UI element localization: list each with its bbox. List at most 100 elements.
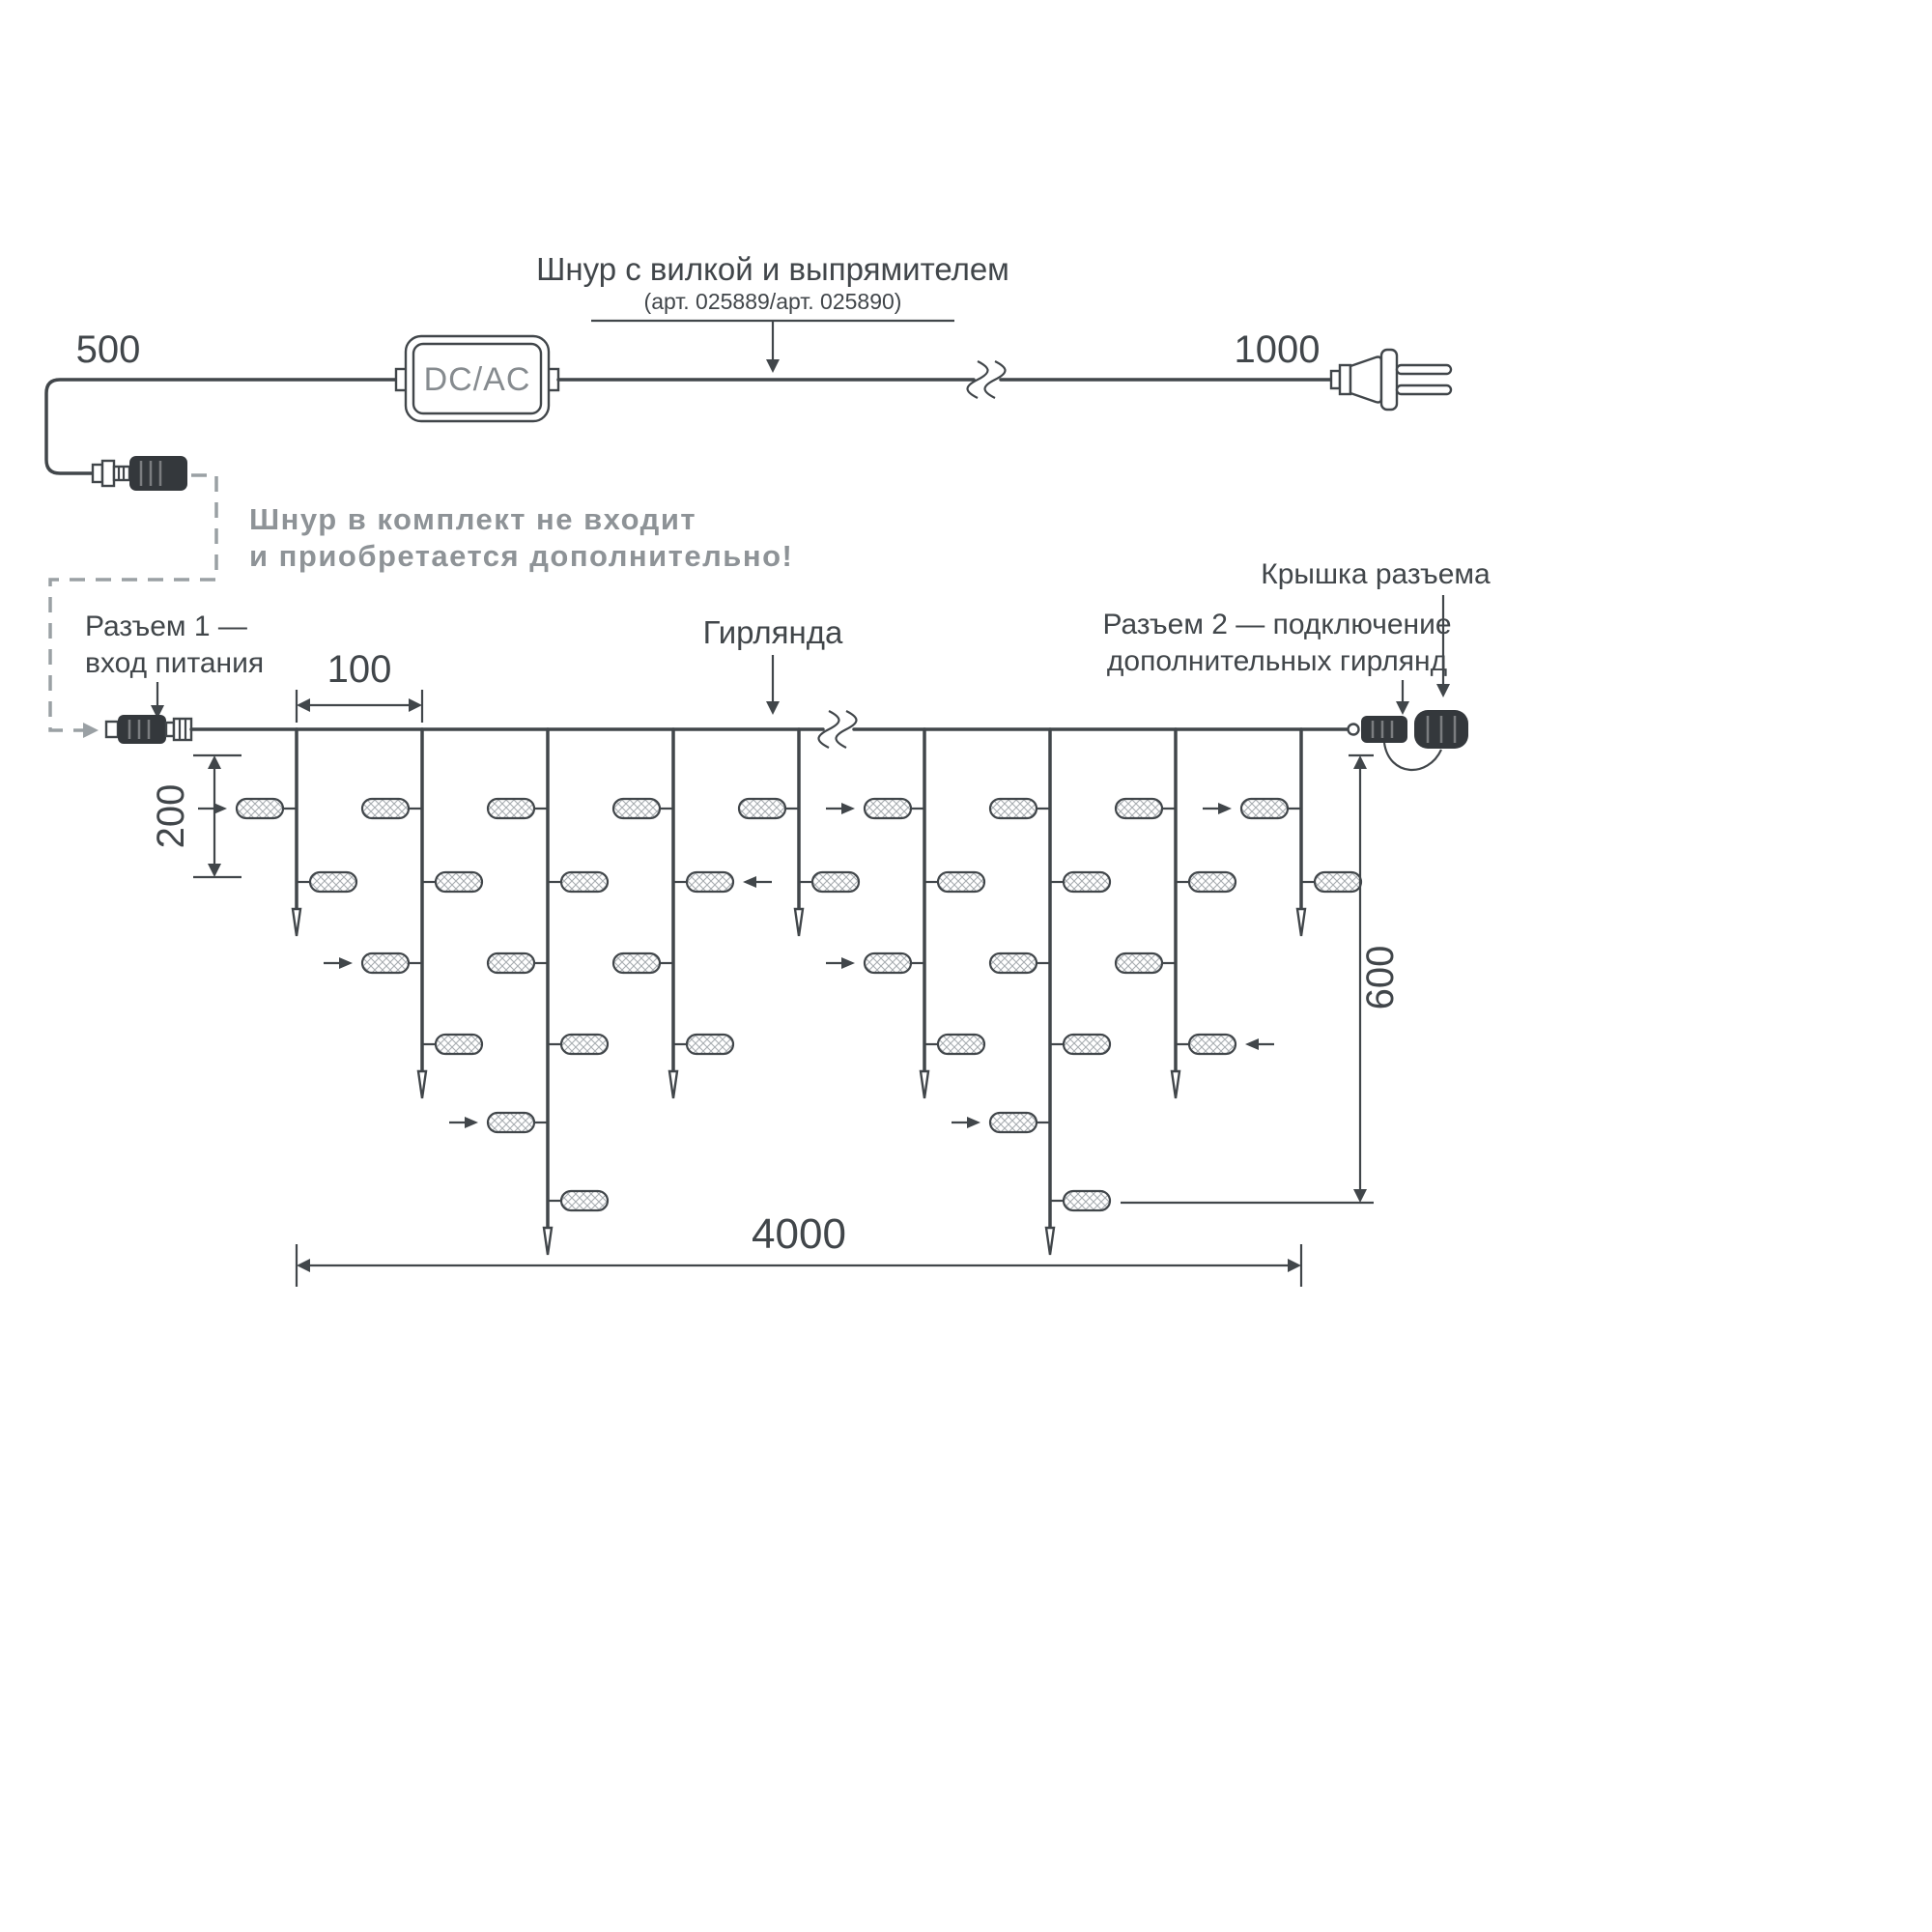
drop-tip (919, 1069, 930, 1099)
power-cord-assembly: 500 DC/AC 1000 (44, 251, 1453, 491)
garland (104, 710, 1468, 1256)
dim-500-label: 500 (76, 328, 141, 371)
led-bulb (863, 952, 913, 975)
dim-4000: 4000 (295, 1210, 1303, 1287)
led-bulb (360, 952, 411, 975)
converter-label: DC/AC (424, 361, 531, 398)
bulb-pointer-arrow-icon (743, 876, 756, 888)
led-bulb (486, 952, 536, 975)
dim-100-label: 100 (327, 648, 392, 691)
power-plug (1329, 348, 1453, 412)
connector2-label-line2: дополнительных гирлянд (1107, 645, 1447, 677)
garland-label: Гирлянда (703, 614, 843, 650)
led-bulb (988, 952, 1038, 975)
connector1-label-line1: Разъем 1 — (85, 611, 247, 642)
led-bulb (434, 1033, 484, 1056)
bulb-pointer-arrow-icon (841, 957, 855, 969)
bulb-pointer-arrow-icon (465, 1117, 478, 1128)
drop-tip (1044, 1226, 1056, 1256)
dashed-extension-cable (48, 473, 218, 732)
led-bulb (486, 797, 536, 820)
led-bulb (737, 797, 787, 820)
led-bulb (1187, 1033, 1237, 1056)
led-bulb (936, 1033, 986, 1056)
dim-600: 600 (1121, 753, 1402, 1205)
led-bulb (988, 1111, 1038, 1134)
dim-4000-label: 4000 (752, 1210, 846, 1258)
connector1-label-line2: вход питания (85, 647, 264, 679)
connector-cap (1414, 710, 1468, 749)
plug-prong-bottom (1395, 384, 1453, 396)
led-bulb (308, 870, 358, 894)
bulb-pointer-arrow-icon (1218, 803, 1232, 814)
cord-callout-title: Шнур с вилкой и выпрямителем (536, 251, 1009, 287)
note-line2: и приобретается дополнительно! (249, 539, 793, 573)
led-bulb (1114, 797, 1164, 820)
dashed-cable-arrow-icon (83, 723, 99, 738)
down-arrow-icon (1436, 684, 1450, 697)
drop-tip (416, 1069, 428, 1099)
led-bulb (559, 1033, 610, 1056)
dim-600-label: 600 (1359, 946, 1402, 1010)
dim-100: 100 (295, 648, 424, 723)
dim-1000-label: 1000 (1235, 328, 1321, 371)
led-bulb (611, 797, 662, 820)
down-arrow-icon (151, 705, 164, 719)
bulb-pointer-arrow-icon (339, 957, 353, 969)
down-arrow-icon (1396, 701, 1409, 715)
break-symbol-garland (817, 710, 858, 749)
drop-tip (668, 1069, 679, 1099)
dim-200: 200 (150, 753, 242, 879)
drop-tip (1295, 907, 1307, 937)
cord-callout-articles: (арт. 025889/арт. 025890) (644, 289, 902, 314)
drop-tip (542, 1226, 554, 1256)
cap-strap (1382, 742, 1442, 772)
connector2-callout: Разъем 2 — подключение дополнительных ги… (1102, 609, 1452, 715)
bulb-pointer-arrow-icon (213, 803, 227, 814)
led-bulb (1313, 870, 1363, 894)
bulb-pointer-arrow-icon (841, 803, 855, 814)
led-bulb (863, 797, 913, 820)
dc-ac-converter: DC/AC (394, 334, 560, 423)
drop-tip (793, 907, 805, 937)
cord-callout: Шнур с вилкой и выпрямителем (арт. 02588… (536, 251, 1009, 373)
led-bulb (559, 870, 610, 894)
led-bulb (1187, 870, 1237, 894)
cap-label: Крышка разъема (1261, 558, 1491, 590)
bulb-pointer-arrow-icon (1245, 1038, 1259, 1050)
dim-200-label: 200 (150, 784, 192, 849)
led-bulb (486, 1111, 536, 1134)
cord-left-segment (44, 378, 406, 475)
plug-prong-top (1395, 363, 1453, 376)
down-arrow-icon (766, 359, 780, 373)
cord-connector (91, 456, 187, 491)
led-bulb (611, 952, 662, 975)
garland-callout: Гирлянда (703, 614, 843, 715)
down-arrow-icon (766, 701, 780, 715)
connector1-callout: Разъем 1 — вход питания (85, 611, 264, 719)
bulb-pointer-arrow-icon (967, 1117, 980, 1128)
note-line1: Шнур в комплект не входит (249, 502, 696, 536)
led-bulb (988, 797, 1038, 820)
led-bulb (936, 870, 986, 894)
garland-connector2 (1347, 710, 1468, 772)
led-bulb (685, 870, 735, 894)
drops-group (198, 727, 1363, 1256)
garland-connector1 (104, 715, 193, 744)
led-bulb (1062, 1033, 1112, 1056)
led-bulb (810, 870, 861, 894)
break-symbol-top (966, 360, 1007, 399)
drop-tip (1170, 1069, 1181, 1099)
led-bulb (1239, 797, 1290, 820)
led-bulb (685, 1033, 735, 1056)
led-bulb (434, 870, 484, 894)
connector2-label-line1: Разъем 2 — подключение (1102, 609, 1451, 640)
led-bulb (559, 1189, 610, 1212)
drop-tip (291, 907, 302, 937)
led-bulb (1062, 1189, 1112, 1212)
led-bulb (1114, 952, 1164, 975)
led-bulb (1062, 870, 1112, 894)
led-bulb (235, 797, 285, 820)
